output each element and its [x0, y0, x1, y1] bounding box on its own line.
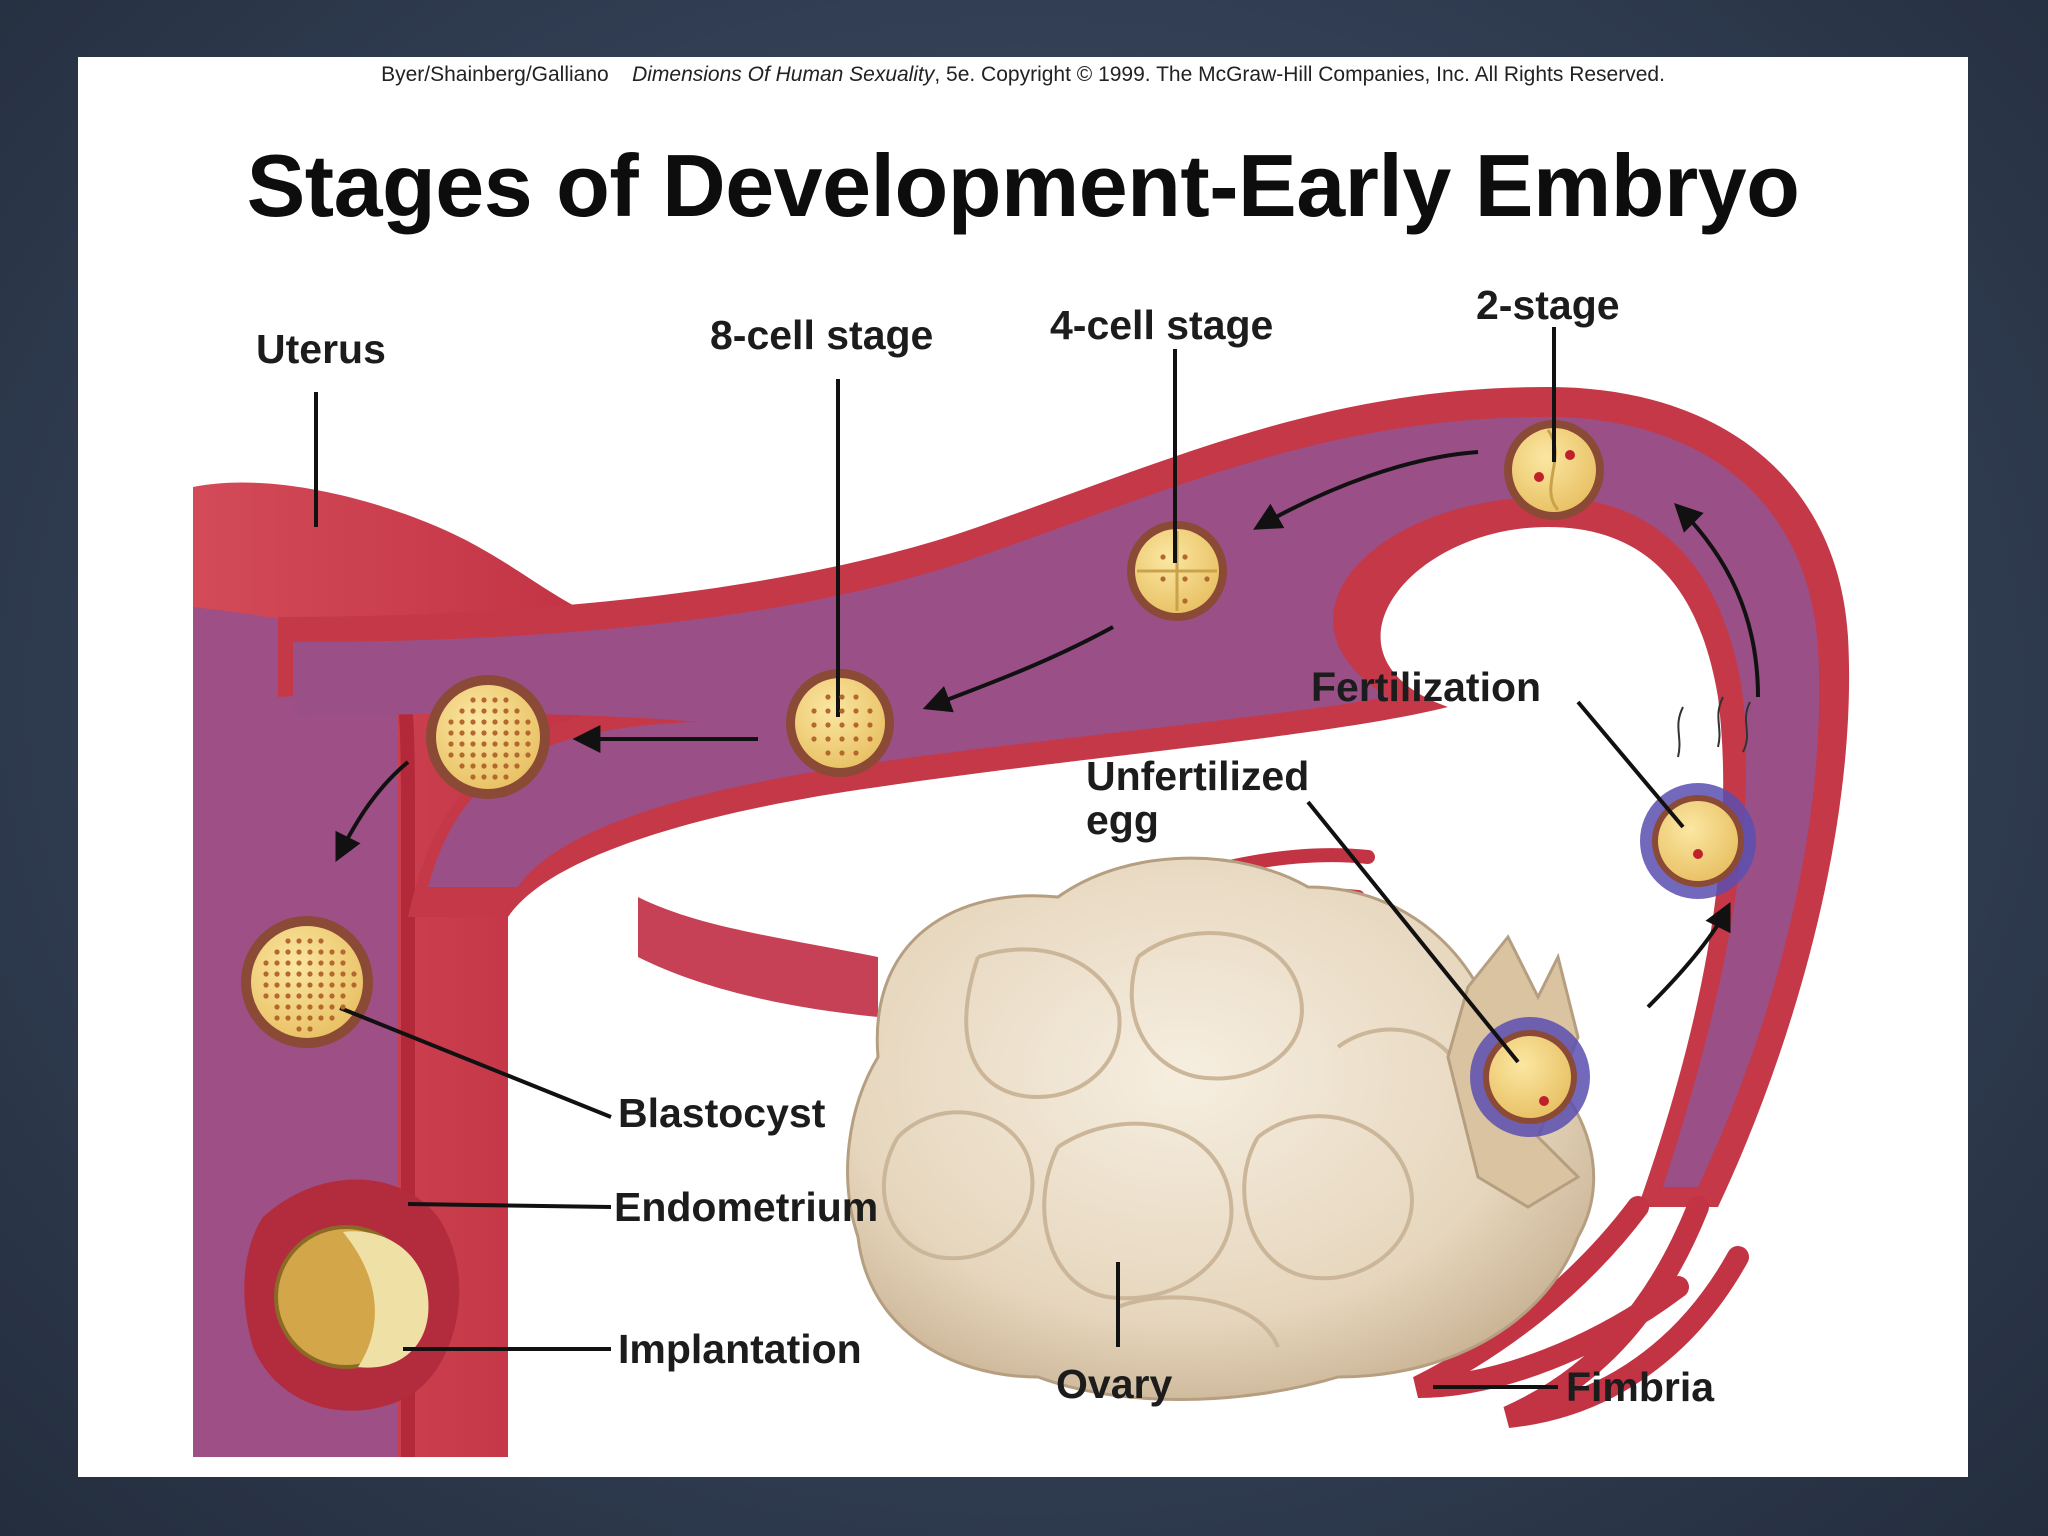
label-fimbria: Fimbria [1566, 1364, 1715, 1410]
ovary [846, 856, 1596, 1401]
fimbria [1413, 1196, 1749, 1428]
two-cell-embryo [1504, 420, 1604, 520]
copyright-authors: Byer/Shainberg/Galliano [381, 63, 609, 86]
label-2-stage: 2-stage [1476, 282, 1620, 328]
implantation-site [244, 1179, 460, 1411]
morula-cell-dots [448, 697, 531, 780]
eight-cell-dots [811, 694, 873, 756]
sperm-cells [1677, 696, 1751, 758]
label-fertilization: Fertilization [1311, 664, 1542, 710]
copyright-line: Byer/Shainberg/Galliano Dimensions Of Hu… [78, 63, 1968, 87]
label-4-cell-stage: 4-cell stage [1050, 302, 1274, 348]
copyright-rest: , 5e. Copyright © 1999. The McGraw-Hill … [934, 63, 1665, 86]
ovarian-ligament [638, 897, 878, 1017]
label-blastocyst: Blastocyst [618, 1090, 826, 1136]
leader-lines [314, 327, 1685, 1389]
page-title: Stages of Development-Early Embryo [246, 136, 1800, 235]
movement-arrows [335, 450, 1760, 1009]
eight-cell-embryo [786, 669, 894, 777]
four-cell-embryo [1127, 521, 1227, 621]
diagram-card: Byer/Shainberg/Galliano Dimensions Of Hu… [78, 57, 1968, 1477]
copyright-book: Dimensions Of Human Sexuality [632, 63, 935, 86]
label-implantation: Implantation [618, 1326, 862, 1372]
label-uterus: Uterus [256, 326, 386, 372]
label-endometrium: Endometrium [614, 1184, 879, 1230]
fertilized-egg [1640, 783, 1756, 899]
blastocyst-cell [241, 916, 373, 1048]
unfertilized-egg [1470, 1017, 1590, 1137]
label-ovary: Ovary [1056, 1361, 1173, 1407]
reproductive-anatomy-illustration [193, 327, 1850, 1457]
blastocyst-cell-dots [263, 938, 357, 1032]
label-unfertilized-egg-line2: egg [1086, 797, 1159, 843]
label-unfertilized-egg-line1: Unfertilized [1086, 753, 1310, 799]
morula-cell [426, 675, 550, 799]
label-8-cell-stage: 8-cell stage [710, 312, 934, 358]
four-cell-dots [1160, 554, 1210, 604]
fallopian-tube-lumen [293, 417, 1820, 1187]
